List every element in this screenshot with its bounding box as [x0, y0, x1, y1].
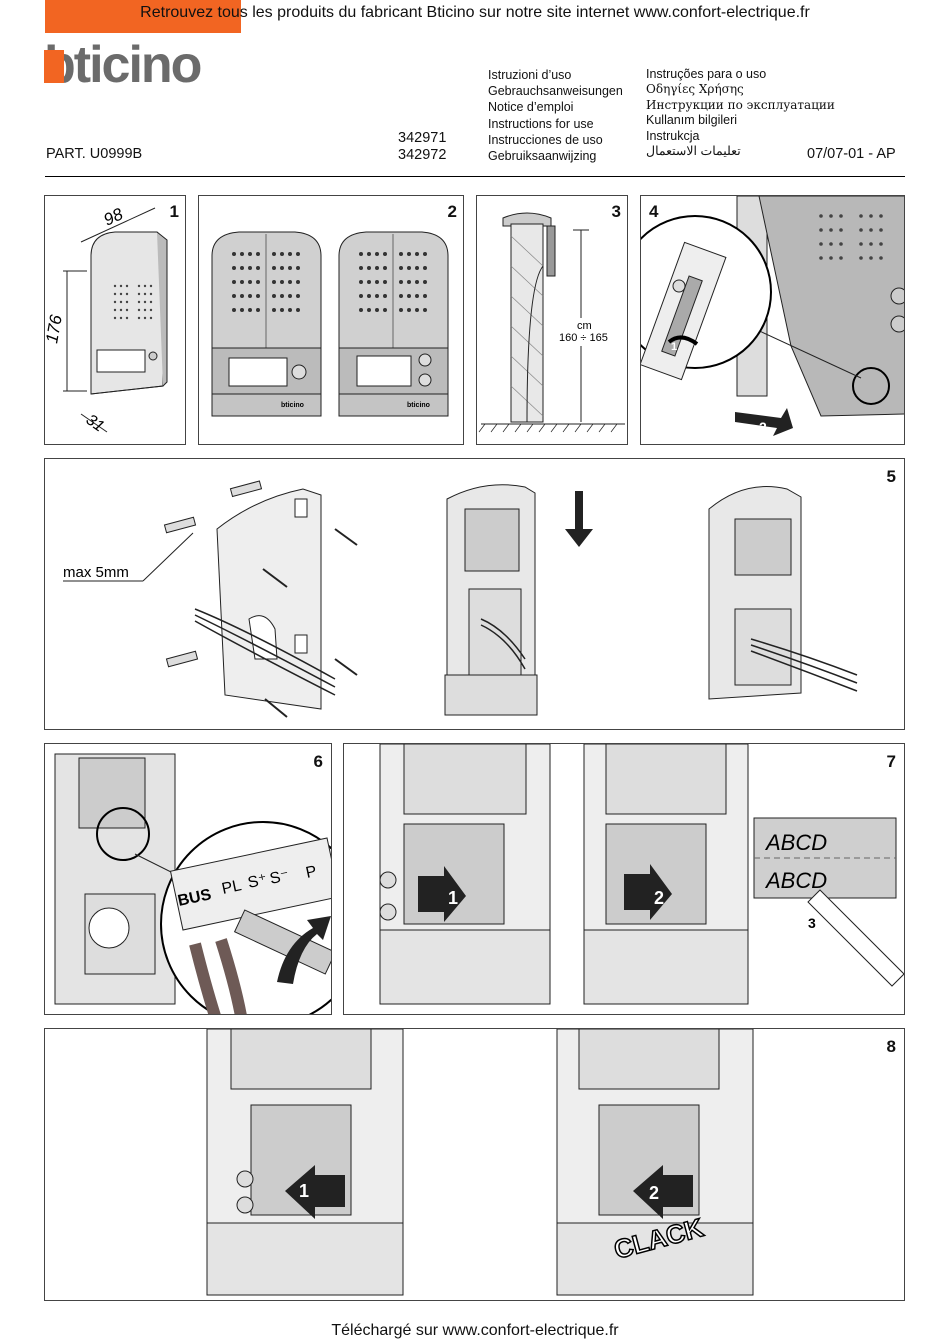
terminal-s-plus: S⁺	[246, 871, 268, 892]
unit-installed	[708, 486, 858, 700]
step-1-panel: 1 98 176 31	[44, 195, 186, 445]
step-4-panel: 4 1 2	[640, 195, 905, 445]
lang-en: Instructions for use	[488, 116, 594, 131]
step-number: 4	[649, 202, 659, 221]
height-unit: cm	[577, 320, 592, 332]
callout-3: 3	[808, 915, 816, 931]
code-2: 342972	[398, 147, 447, 163]
lang-gr: Οδηγίες Χρήσης	[646, 82, 744, 97]
lang-ru: Инструкции по эксплуатации	[646, 97, 835, 112]
cover-removal-drawing: 1 2	[641, 196, 904, 436]
lang-de: Gebrauchsanweisungen	[488, 84, 623, 99]
arrow-label: 2	[654, 888, 664, 908]
step-7-panel: 7 1 2 ABCD ABCD 3	[343, 743, 905, 1015]
width-dimension: 98	[101, 204, 127, 229]
terminal-p: P	[304, 863, 318, 882]
plate-logo: bticino	[281, 402, 304, 409]
frame-right: 2	[583, 744, 749, 1005]
arrow-label: 1	[299, 1181, 309, 1201]
screw-note: max 5mm	[63, 564, 129, 581]
source-banner: Retrouvez tous les produits du fabricant…	[140, 4, 810, 21]
speaker-grilles	[232, 252, 427, 312]
lang-nl: Gebruiksaanwijzing	[488, 149, 597, 164]
panel-342971: bticino	[211, 231, 322, 417]
lang-it: Istruzioni d’uso	[488, 68, 572, 82]
part-number: PART. U0999B	[46, 146, 143, 162]
entrance-panels-drawing: bticino bticino	[211, 231, 449, 417]
depth-dimension: 31	[83, 411, 107, 435]
step-number: 3	[611, 202, 621, 221]
terminal-pl: PL	[220, 877, 243, 898]
step-2-panel: 2 bticino bticino	[198, 195, 464, 445]
lang-es: Instrucciones de uso	[488, 132, 603, 147]
download-footer: Téléchargé sur www.confort-electrique.fr	[331, 1322, 619, 1339]
name-label-card: ABCD ABCD 3	[753, 817, 904, 987]
step-6-panel: 6 BUS PL S⁺ S⁻ P	[44, 743, 332, 1015]
svg-text:bticino: bticino	[44, 38, 201, 88]
terminal-s-minus: S⁻	[268, 867, 290, 888]
back-plate	[194, 488, 336, 710]
dimension-drawing: 98 176 31	[45, 204, 168, 435]
screws-and-plugs	[163, 480, 358, 718]
code-1: 342971	[398, 130, 447, 146]
lang-pt: Instruções para o uso	[646, 67, 767, 81]
mounting-height-drawing: cm 160 ÷ 165	[478, 212, 625, 433]
step-number: 8	[886, 1037, 896, 1056]
step-number: 2	[447, 202, 457, 221]
wall-mounting-drawing: max 5mm	[63, 480, 858, 718]
banner-highlight	[45, 0, 241, 33]
bticino-logo: bticino	[44, 38, 242, 88]
header-rule	[45, 176, 905, 177]
step-3-panel: 3 cm 160 ÷ 165	[476, 195, 628, 445]
arrow-label: 1	[671, 341, 677, 353]
label-line-1: ABCD	[764, 830, 827, 855]
label-line-2: ABCD	[764, 868, 827, 893]
unit-on-plate	[444, 484, 593, 716]
arrow-label: 1	[448, 888, 458, 908]
document-date: 07/07-01 - AP	[807, 146, 896, 162]
lang-tr: Kullanım bilgileri	[646, 113, 738, 128]
panel-342972: bticino	[338, 231, 449, 417]
frame-right: 2 CLACK	[556, 1029, 754, 1296]
frame-left: 1	[206, 1029, 404, 1296]
step-5-panel: 5 max 5mm	[44, 458, 905, 730]
lang-pl: Instrukcja	[646, 128, 700, 143]
wiring-drawing: BUS PL S⁺ S⁻ P	[54, 753, 331, 1014]
step-8-panel: 8 1 2 CLACK	[44, 1028, 905, 1301]
frame-left: 1	[379, 744, 551, 1005]
step-number: 5	[886, 467, 896, 486]
arrow-label: 2	[759, 419, 767, 435]
arrow-label: 2	[649, 1183, 659, 1203]
terminal-bus: BUS	[176, 886, 213, 910]
height-dimension: 176	[45, 313, 66, 345]
plate-logo: bticino	[407, 402, 430, 409]
closing-drawing: 1 2 CLACK	[206, 1029, 754, 1296]
height-range: 160 ÷ 165	[559, 332, 608, 344]
lang-ar: تعليمات الاستعمال	[646, 144, 741, 159]
step-number: 1	[169, 202, 179, 221]
product-codes: 342971 342972	[398, 130, 446, 164]
label-insertion-drawing: 1 2 ABCD ABCD 3	[379, 744, 904, 1005]
step-number: 7	[886, 752, 896, 771]
lang-fr: Notice d’emploi	[488, 100, 574, 115]
languages-right: Instruções para o uso Οδηγίες Χρήσης Инс…	[646, 67, 835, 159]
step-number: 6	[313, 752, 323, 771]
languages-left: Istruzioni d’uso Gebrauchsanweisungen No…	[488, 67, 623, 164]
